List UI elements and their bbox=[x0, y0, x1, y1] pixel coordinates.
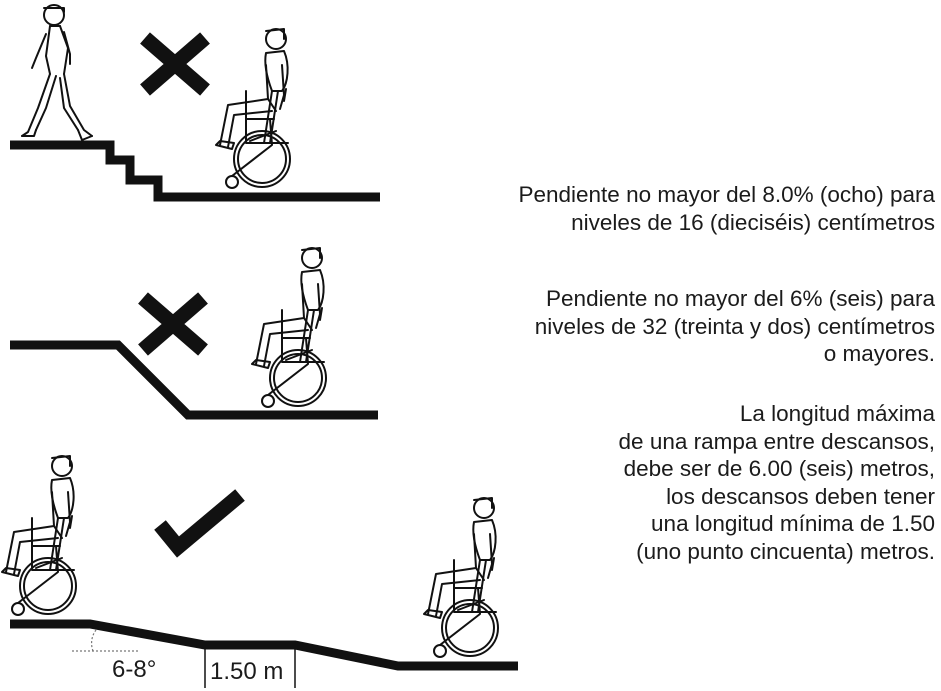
stairs-floor-line bbox=[10, 140, 380, 202]
landing-dimension-marker bbox=[204, 648, 296, 688]
note-line: debe ser de 6.00 (seis) metros, bbox=[623, 456, 935, 481]
panel-steep-ramp bbox=[10, 247, 378, 420]
walking-person-icon bbox=[21, 4, 93, 141]
note-line: los descansos deben tener bbox=[666, 483, 935, 509]
checkmark-icon bbox=[154, 489, 245, 558]
panel-stairs bbox=[10, 4, 380, 202]
wheelchair-user-icon bbox=[215, 28, 291, 189]
note-line: Pendiente no mayor del 6% (seis) para bbox=[546, 286, 935, 311]
steep-ramp-floor-line bbox=[10, 340, 378, 420]
wheelchair-user-icon bbox=[1, 455, 77, 616]
note-line: o mayores. bbox=[823, 341, 935, 366]
cross-icon bbox=[140, 32, 210, 96]
slope-angle-marker bbox=[72, 629, 140, 652]
ramp-length-note: La longitud máxima de una rampa entre de… bbox=[619, 400, 935, 565]
slope-8-note: Pendiente no mayor del 8.0% (ocho) para … bbox=[518, 181, 935, 236]
note-line: (uno punto cincuenta) metros. bbox=[636, 538, 935, 564]
note-line: una longitud mínima de 1.50 bbox=[651, 511, 935, 536]
landing-length-label: 1.50 m bbox=[210, 658, 284, 685]
note-line: La longitud máxima bbox=[739, 401, 935, 426]
compliant-ramp-floor-line bbox=[10, 619, 518, 671]
slope-6-note: Pendiente no mayor del 6% (seis) para ni… bbox=[535, 285, 935, 368]
note-line: niveles de 32 (treinta y dos) centímetro… bbox=[534, 313, 935, 339]
wheelchair-user-icon bbox=[251, 247, 327, 408]
slope-angle-label: 6-8° bbox=[112, 656, 157, 683]
note-line: de una rampa entre descansos, bbox=[618, 428, 935, 454]
wheelchair-user-icon bbox=[423, 497, 499, 658]
note-line: Pendiente no mayor del 8.0% (ocho) para bbox=[518, 182, 935, 207]
panel-compliant-ramp bbox=[1, 455, 518, 688]
cross-icon bbox=[138, 292, 208, 356]
note-line: niveles de 16 (dieciséis) centímetros bbox=[571, 209, 935, 235]
